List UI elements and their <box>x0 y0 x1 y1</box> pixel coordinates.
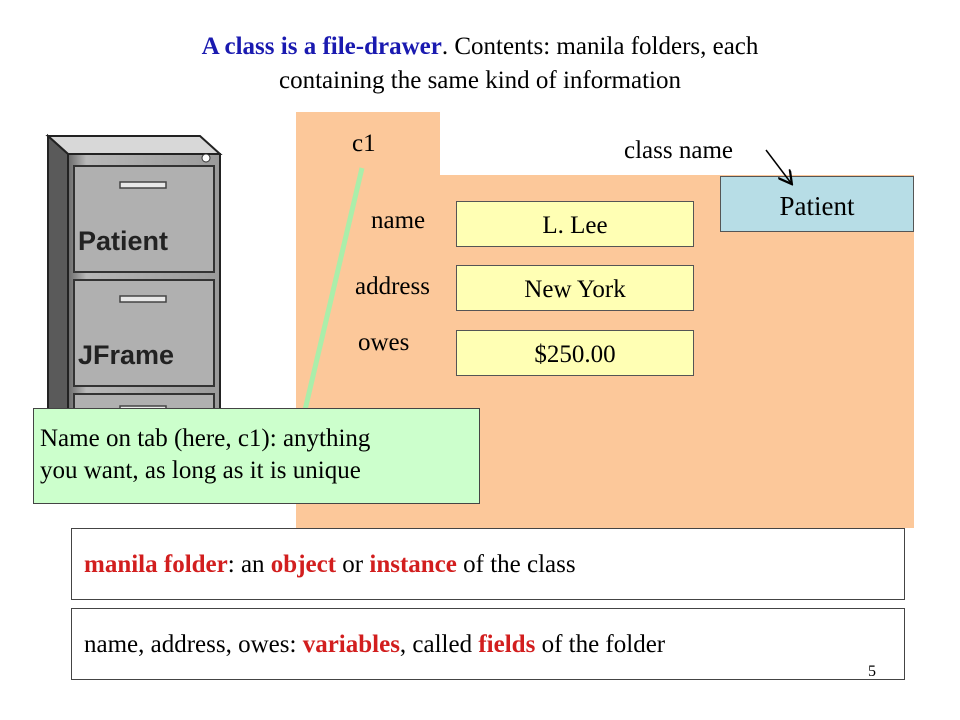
field-value-name: L. Lee <box>456 201 694 247</box>
note-line-1: Name on tab (here, c1): anything <box>40 425 371 452</box>
term-object: object <box>270 551 337 578</box>
info-fields: name, address, owes: variables, called f… <box>71 608 905 680</box>
folder-tab <box>296 112 440 178</box>
page-number: 5 <box>868 663 876 680</box>
info1-text-a: : an <box>227 551 271 578</box>
slide-title: A class is a file-drawer. Contents: mani… <box>0 30 960 98</box>
drawer-label-jframe: JFrame <box>78 340 174 370</box>
info1-text-c: of the class <box>456 551 576 578</box>
tab-label: c1 <box>352 130 376 157</box>
info2-text-b: , called <box>399 631 479 658</box>
field-label-address: address <box>355 273 430 300</box>
title-line-2: containing the same kind of information <box>279 67 681 94</box>
term-fields: fields <box>478 631 536 658</box>
term-manila-folder: manila folder <box>84 551 228 578</box>
field-label-name: name <box>371 207 426 234</box>
class-name-box: Patient <box>720 176 914 232</box>
info2-text-c: of the folder <box>535 631 666 658</box>
title-line-1: A class is a file-drawer. Contents: mani… <box>0 30 960 64</box>
term-variables: variables <box>302 631 400 658</box>
note-line-2: you want, as long as it is unique <box>40 457 361 484</box>
term-instance: instance <box>369 551 457 578</box>
field-value-owes: $250.00 <box>456 330 694 376</box>
tab-note: Name on tab (here, c1): anything you wan… <box>33 408 480 504</box>
field-value-address: New York <box>456 265 694 311</box>
field-label-owes: owes <box>358 329 410 356</box>
tab-pointer-line <box>302 167 365 411</box>
info-manila-folder: manila folder: an object or instance of … <box>71 528 905 600</box>
filing-cabinet-icon: Patient JFrame <box>45 133 223 430</box>
class-name-label: class name <box>624 137 733 164</box>
title-rest: . Contents: manila folders, each <box>441 33 759 60</box>
class-name-arrow <box>765 149 791 183</box>
info2-text-a: name, address, owes: <box>84 631 303 658</box>
drawer-label-patient: Patient <box>78 226 168 256</box>
title-emphasis: A class is a file-drawer <box>201 33 442 60</box>
info1-text-b: or <box>336 551 370 578</box>
